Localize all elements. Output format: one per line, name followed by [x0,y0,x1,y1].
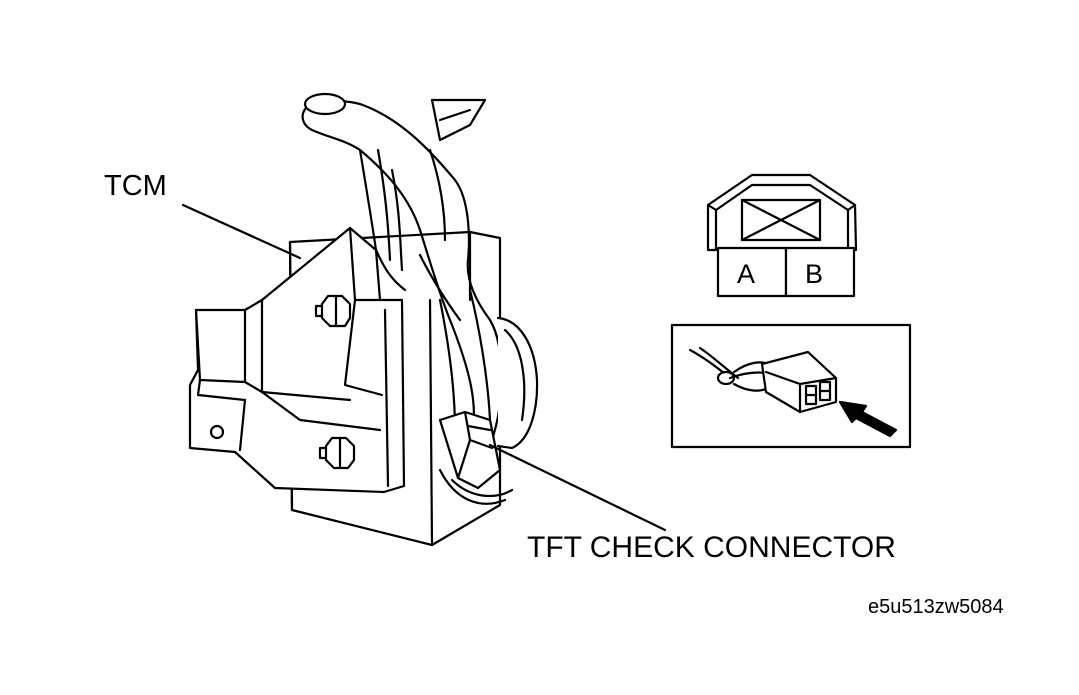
reference-code: e5u513zw5084 [868,596,1004,618]
tft-leader-line [488,443,667,532]
tft-check-connector [438,410,514,505]
harness-clip [430,98,487,142]
bracket-hole [209,424,225,440]
tcm-leader-line [181,203,302,260]
connector-face-diagram [706,173,858,298]
side-connector [496,316,539,450]
tcm-label: TCM [104,170,167,202]
wire-harness [301,92,503,442]
lower-bolt [318,436,356,470]
tft-check-connector-label: TFT CHECK CONNECTOR [527,531,896,564]
mounting-bracket [188,226,406,494]
connector-inset [670,323,912,449]
pin-b-label: B [805,259,824,289]
upper-bolt [314,294,352,328]
pin-a-cell [716,246,788,298]
pin-b-cell [784,246,856,298]
pin-a-label: A [737,259,756,289]
arrow-icon [838,400,898,438]
